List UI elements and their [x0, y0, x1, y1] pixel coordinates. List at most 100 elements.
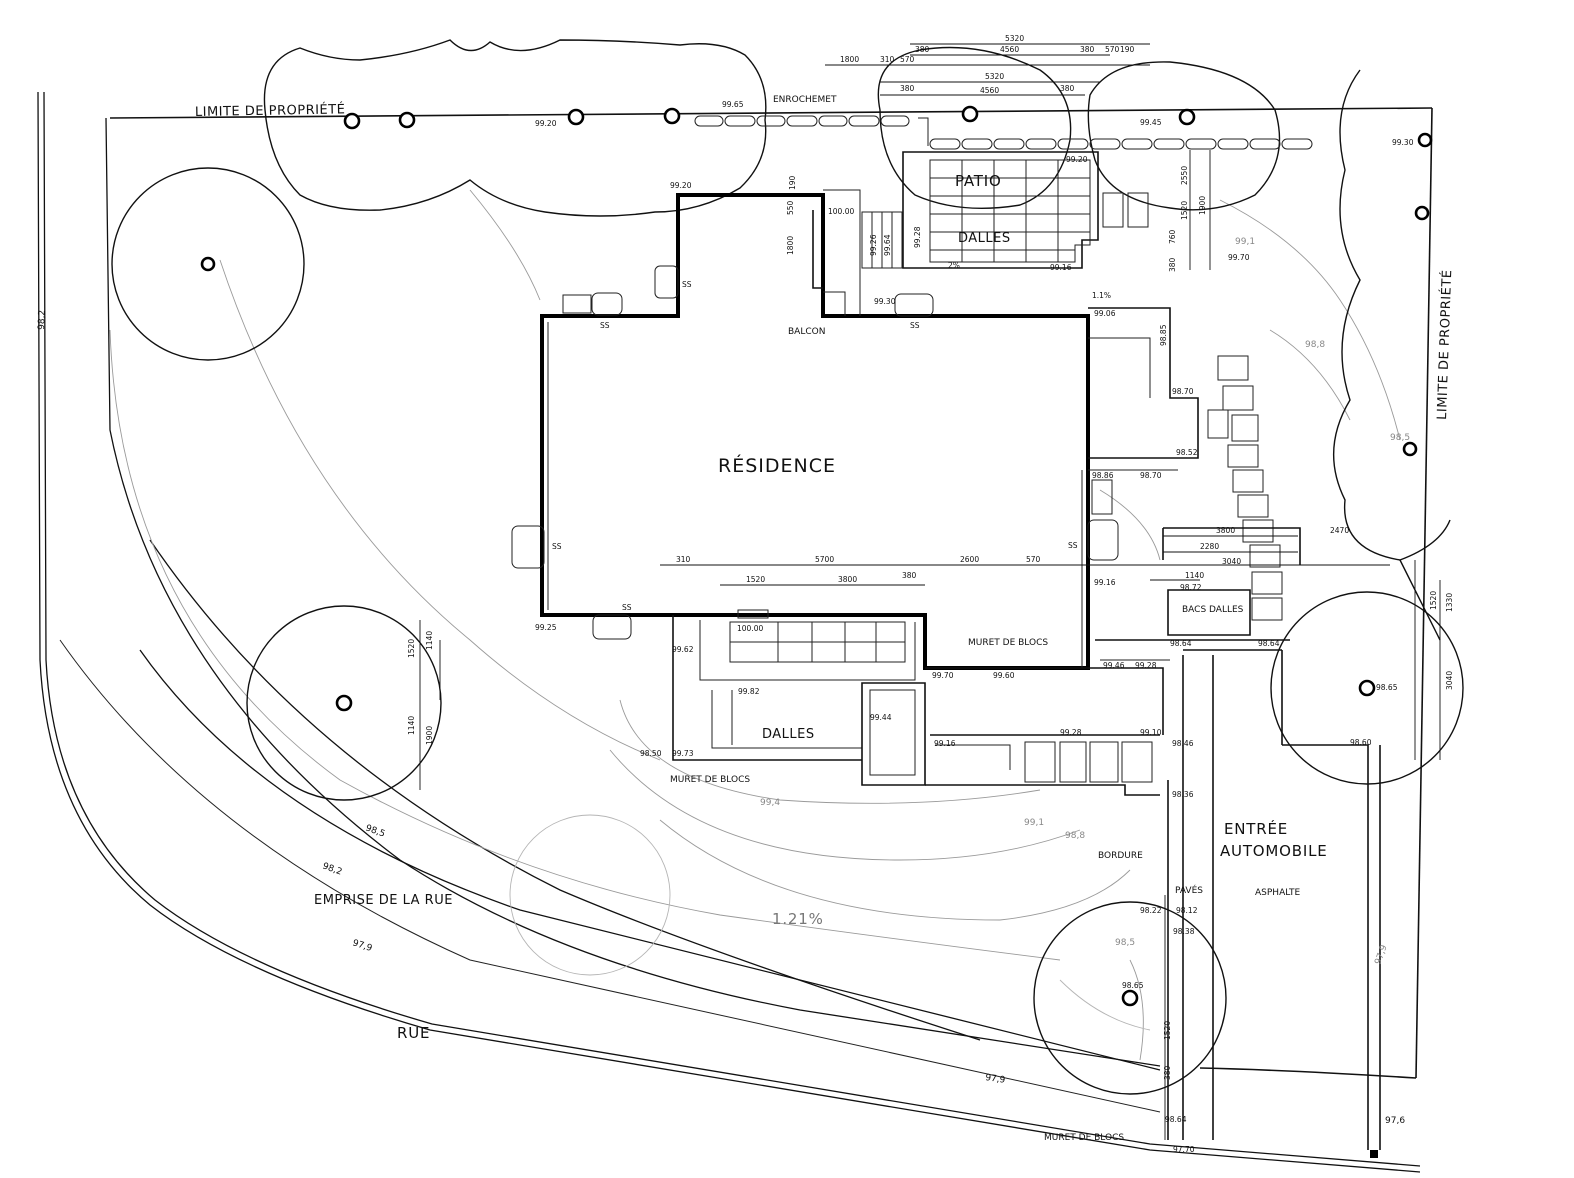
contour-label: 99,1	[1235, 237, 1255, 247]
dimension-value: 3800	[1216, 526, 1235, 535]
elevation-point: 98.52	[1176, 448, 1198, 457]
street-edges	[37, 91, 1421, 1173]
elevation-point: 100.00	[737, 624, 763, 633]
emprise-label: EMPRISE DE LA RUE	[314, 893, 453, 908]
dimension-value: 2550	[1180, 166, 1189, 185]
elevation-points: 99.20 99.65 99.20 99.45 99.30 99.20 99.1…	[535, 100, 1414, 1154]
dimension-value: 4560	[980, 86, 999, 95]
dimension-value: 2470	[1330, 526, 1349, 535]
property-limit-top-label: LIMITE DE PROPRIÉTÉ	[195, 101, 346, 120]
muret-blocs-label-3: MURET DE BLOCS	[1044, 1133, 1124, 1143]
elevation-point: 99.62	[672, 645, 694, 654]
dimension-value: 190	[788, 175, 797, 190]
property-lines	[109, 107, 1433, 1079]
property-limit-right-label: LIMITE DE PROPRIÉTÉ	[1434, 269, 1455, 420]
elevation-point: 98.64	[1170, 639, 1192, 648]
elevation-point: 98.72	[1180, 583, 1202, 592]
elevation-point: 98.70	[1140, 471, 1162, 480]
bordure-label: BORDURE	[1098, 851, 1143, 861]
dimension-value: 1140	[1185, 571, 1204, 580]
dimension-value: 1520	[1180, 201, 1189, 220]
tree-south	[1033, 901, 1227, 1095]
dimension-value: 380	[902, 571, 917, 580]
elevation-point: 100.00	[828, 207, 854, 216]
dimension-value: 1520	[1163, 1021, 1172, 1040]
asphalt-label: ASPHALTE	[1255, 888, 1300, 898]
contour-label: 97,6	[1385, 1116, 1405, 1126]
elevation-point: 99.16	[934, 739, 956, 748]
elevation-point: 99.10	[1140, 728, 1162, 737]
elevation-point: 99.20	[535, 119, 557, 128]
elevation-point: 98.65	[1122, 981, 1144, 990]
dimension-value: 1900	[425, 726, 434, 745]
muret-blocs-label-2: MURET DE BLOCS	[670, 775, 750, 785]
contour-label: 98,8	[1305, 340, 1325, 350]
dimension-value: 2600	[960, 555, 979, 564]
dimension-value: 1520	[1429, 591, 1438, 610]
paves-label: PAVÉS	[1175, 884, 1203, 896]
ss-marker: SS	[910, 321, 920, 330]
contour-label: 97,9	[985, 1073, 1007, 1086]
dimension-value: 1330	[1445, 593, 1454, 612]
residence-footprint	[511, 193, 1119, 670]
contour-label: 98,5	[1115, 938, 1135, 948]
corner-marker	[1370, 1150, 1378, 1158]
elevation-point: 98.64	[1165, 1115, 1187, 1124]
muret-blocs-label-1: MURET DE BLOCS	[968, 638, 1048, 648]
dimension-value: 380	[1080, 45, 1095, 54]
elevation-point: 99.30	[1392, 138, 1414, 147]
elevation-point: 99.16	[1094, 578, 1116, 587]
residence-label: RÉSIDENCE	[718, 454, 836, 477]
enrochement-label: ENROCHEMET	[773, 95, 837, 105]
dimension-value: 4560	[1000, 45, 1019, 54]
dimension-value: 1800	[840, 55, 859, 64]
elevation-point: 98.64	[1258, 639, 1280, 648]
patio-slope-label: 2%	[948, 261, 960, 270]
elevation-point: 99.46	[1103, 661, 1125, 670]
elevation-point: 99.45	[1140, 118, 1162, 127]
plan-labels: RÉSIDENCE PATIO DALLES DALLES BALCON ENR…	[195, 95, 1455, 1143]
contour-label: 97,9	[1373, 944, 1389, 967]
elevation-point: 98.50	[640, 749, 662, 758]
front-slope-label: 1.21%	[772, 910, 824, 928]
elevation-point: 98.70	[1172, 387, 1194, 396]
driveway-label-2: AUTOMOBILE	[1220, 842, 1328, 860]
tree-canopies	[111, 39, 1464, 1095]
elevation-point: 99.30	[874, 297, 896, 306]
east-landing	[1088, 307, 1283, 621]
dimension-value: 550	[786, 200, 795, 215]
dimension-value: 310	[676, 555, 691, 564]
dimension-value: 190	[1120, 45, 1135, 54]
elevation-point: 99.65	[722, 100, 744, 109]
dimension-value: 5700	[815, 555, 834, 564]
elevation-point: 99.70	[932, 671, 954, 680]
contour-labels: 98,2 98,5 98,2 97,9 97,9 97,6 97,9 98,8 …	[37, 237, 1410, 1126]
tree-east	[1270, 591, 1464, 785]
dimension-value: 760	[1168, 229, 1177, 244]
patio-area	[823, 151, 1149, 316]
elevation-point: 99.28	[1060, 728, 1082, 737]
elevation-point: 98.46	[1172, 739, 1194, 748]
dimension-value: 570	[1026, 555, 1041, 564]
dimension-labels: 5320 4560 380 380 570 190 1800 310 570 5…	[407, 34, 1454, 1080]
dimension-value: 380	[900, 84, 915, 93]
elevation-point: 99.20	[1066, 155, 1088, 164]
ss-marker: SS	[600, 321, 610, 330]
contour-label: 98,2	[37, 310, 48, 330]
elevation-point: 98.12	[1176, 906, 1198, 915]
contour-label: 98,2	[321, 861, 343, 877]
driveway	[1095, 527, 1381, 1150]
elevation-point: 98.85	[1159, 324, 1168, 346]
elevation-point: 99.64	[883, 234, 892, 256]
elevation-point: 98.60	[1350, 738, 1372, 747]
ss-marker: SS	[682, 280, 692, 289]
contour-lines	[109, 189, 1401, 1061]
dimension-value: 1520	[746, 575, 765, 584]
dimension-value: 3040	[1222, 557, 1241, 566]
street-label: RUE	[397, 1024, 430, 1042]
contour-label: 99,4	[760, 798, 780, 808]
dimension-value: 1140	[425, 631, 434, 650]
dimension-value: 380	[1060, 84, 1075, 93]
ss-markers: SS SS SS SS SS SS	[552, 280, 1078, 612]
